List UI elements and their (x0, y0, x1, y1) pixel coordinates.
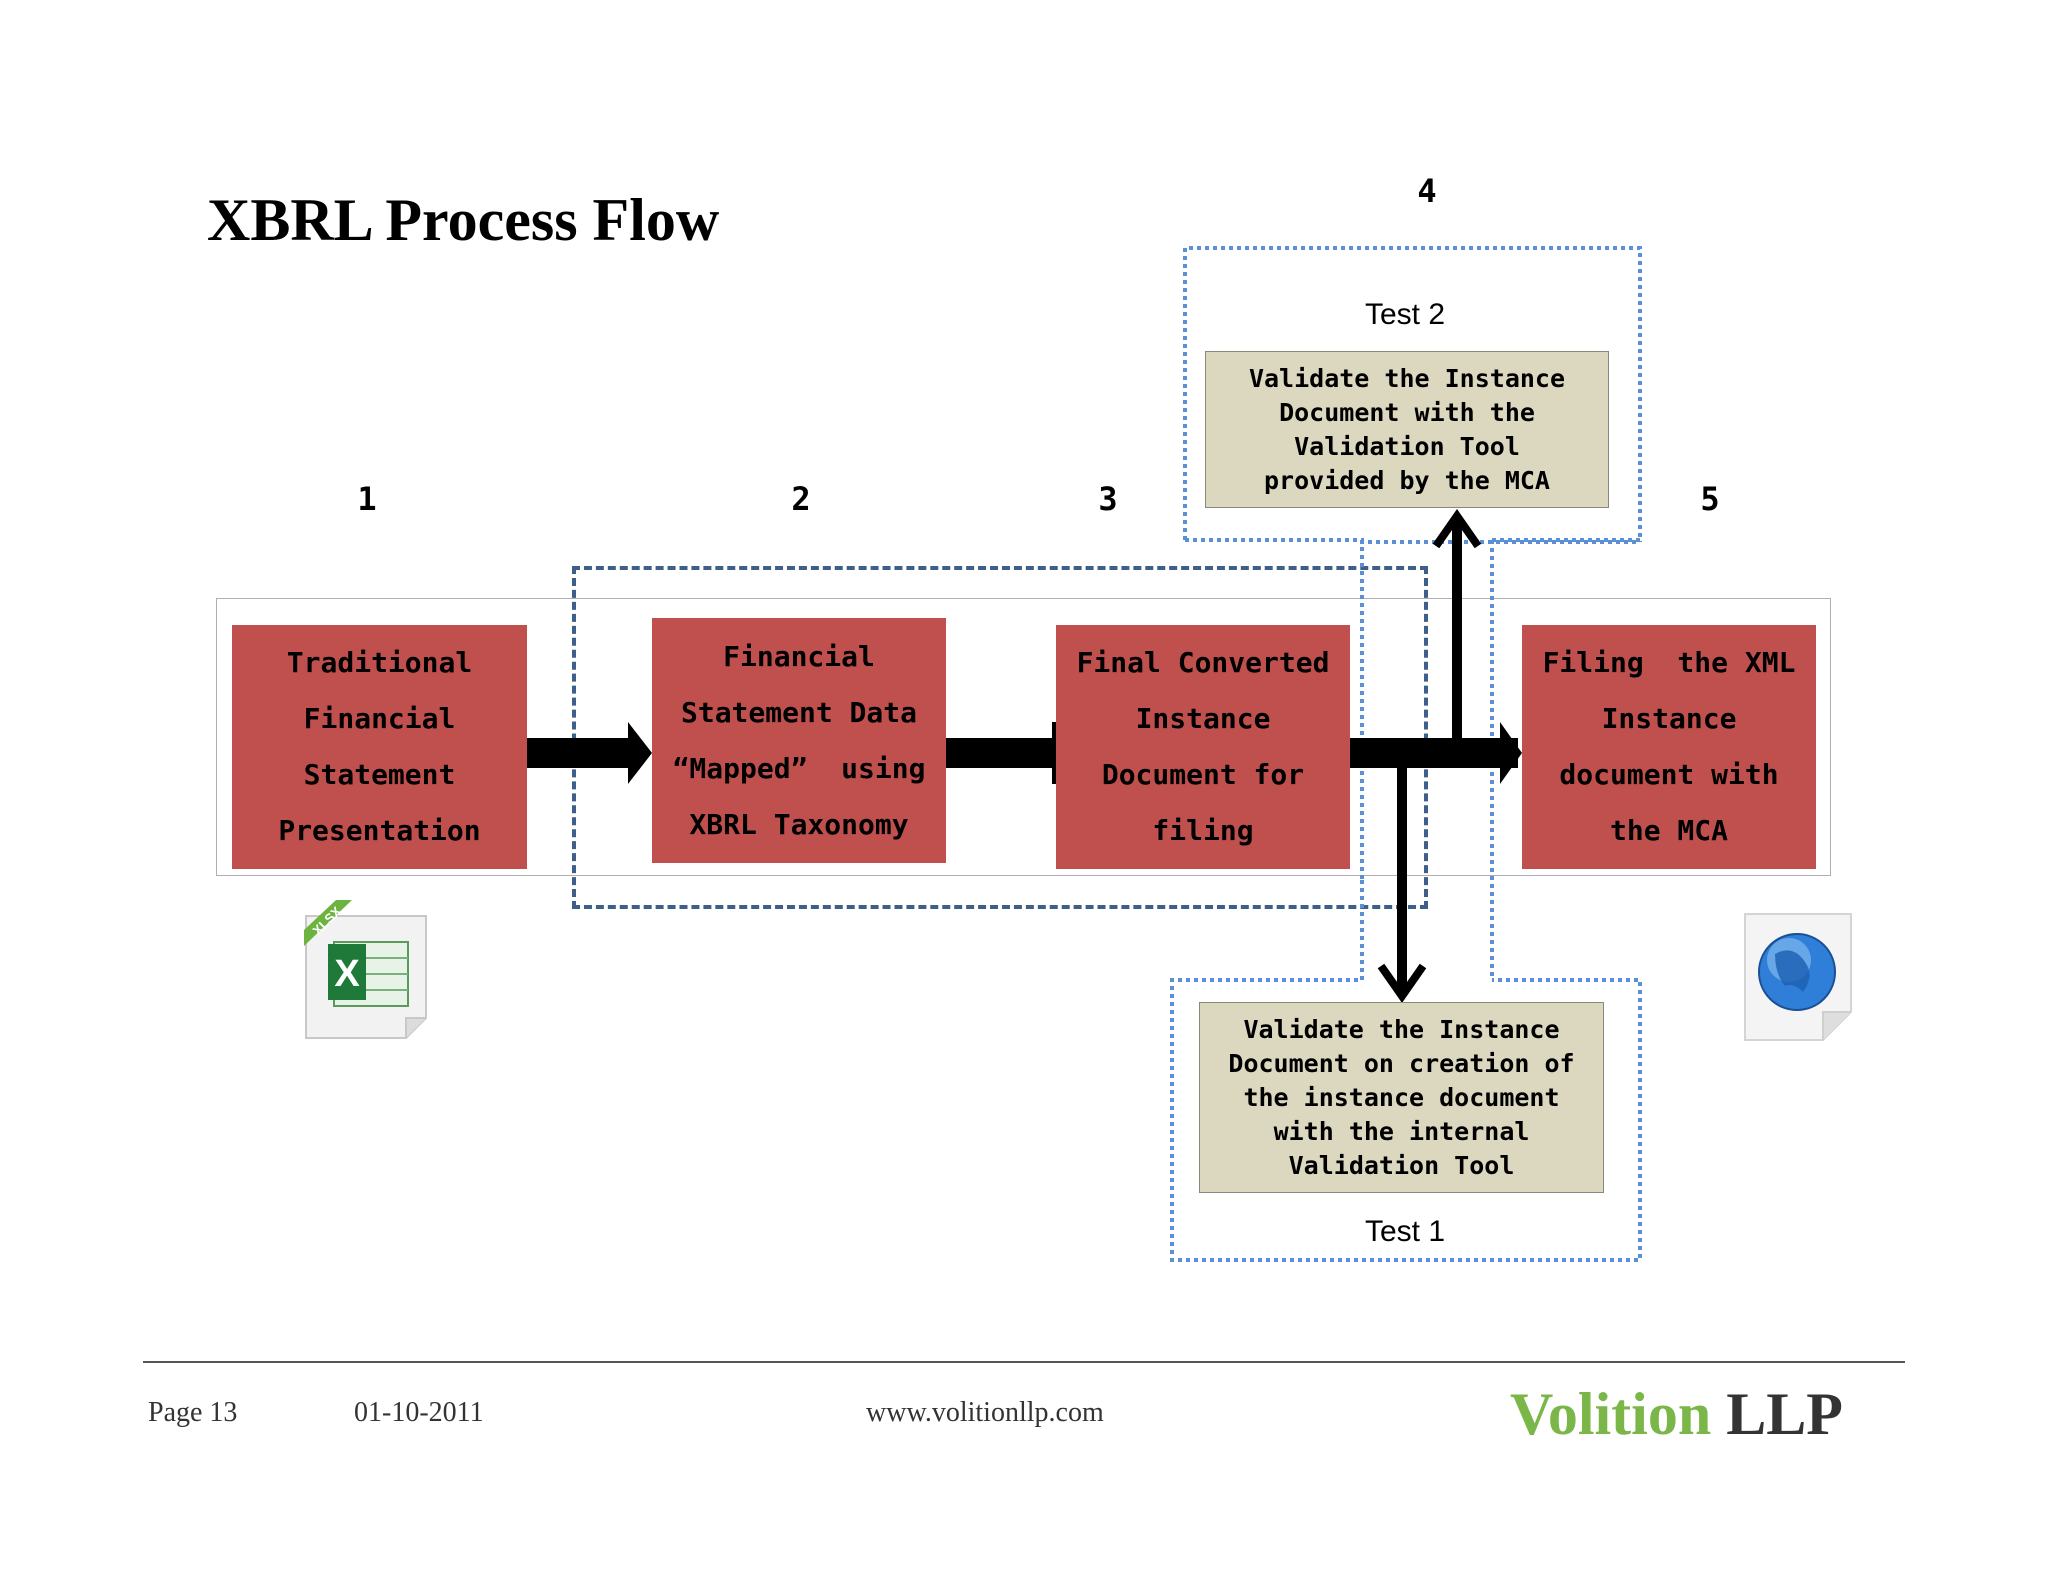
test1-line: Document on creation of (1228, 1048, 1575, 1078)
step3-line: Document for (1101, 758, 1305, 791)
step2-box: Financial Statement Data “Mapped” using … (652, 618, 946, 863)
test1-line: Validation Tool (1288, 1150, 1515, 1180)
test2-line: Validate the Instance (1248, 363, 1566, 393)
test1-dotted-frame (1170, 880, 1642, 1262)
brand-name-volition: Volition (1510, 1381, 1712, 1447)
step1-line: Traditional (286, 646, 473, 679)
arrow-up-to-test2 (1432, 509, 1482, 740)
brand-logo: Volition LLP (1510, 1380, 1843, 1449)
test2-label: Test 2 (1364, 298, 1446, 331)
test1-line: with the internal (1273, 1116, 1530, 1146)
page-title: XBRL Process Flow (207, 187, 720, 253)
test2-line: provided by the MCA (1264, 465, 1550, 495)
svg-text:X: X (334, 953, 360, 995)
step-number-3: 3 (1098, 480, 1118, 518)
arrow-down-to-test1 (1377, 768, 1427, 1003)
arrow-step1-to-step2 (527, 722, 652, 784)
test1-box: Validate the Instance Document on creati… (1199, 1002, 1604, 1193)
step5-line: Filing the XML (1542, 646, 1796, 679)
step-number-2: 2 (791, 480, 811, 518)
test2-line: Validation Tool (1294, 431, 1520, 461)
step2-line: “Mapped” using (672, 751, 926, 785)
footer-date: 01-10-2011 (354, 1397, 484, 1428)
step-number-5: 5 (1700, 480, 1720, 518)
step1-line: Presentation (278, 814, 481, 847)
step5-line: the MCA (1609, 814, 1728, 847)
step2-line: Statement Data (680, 695, 917, 729)
test1-line: Validate the Instance (1243, 1014, 1560, 1044)
step2-line: XBRL Taxonomy (689, 807, 909, 841)
footer-page-number: Page 13 (148, 1397, 238, 1428)
test2-box: Validate the Instance Document with the … (1205, 351, 1609, 508)
step1-box: Traditional Financial Statement Presenta… (232, 625, 527, 869)
mapping-group-frame (572, 566, 1428, 909)
step5-line: Instance (1601, 702, 1737, 735)
process-band (216, 598, 1831, 876)
test1-label: Test 1 (1364, 1215, 1446, 1248)
step-number-4: 4 (1417, 172, 1437, 210)
step5-box: Filing the XML Instance document with th… (1522, 625, 1816, 869)
test2-line: Document with the (1279, 397, 1535, 427)
step1-line: Statement (303, 758, 456, 791)
step1-line: Financial (303, 702, 456, 735)
step3-line: Instance (1135, 702, 1271, 735)
footer-website-link[interactable]: www.volitionllp.com (866, 1397, 1104, 1428)
step-number-1: 1 (357, 480, 377, 518)
arrow-step3-to-step5 (1350, 722, 1522, 784)
excel-xlsx-file-icon: X (304, 900, 427, 1039)
web-globe-file-icon (1744, 913, 1852, 1041)
brand-name-llp: LLP (1726, 1381, 1843, 1447)
step3-line: filing (1152, 814, 1254, 847)
test1-line: the instance document (1243, 1082, 1560, 1112)
footer-divider (143, 1361, 1905, 1363)
step3-box: Final Converted Instance Document for fi… (1056, 625, 1350, 869)
step3-line: Final Converted (1076, 646, 1330, 679)
step5-line: document with (1559, 758, 1779, 791)
step2-line: Financial (723, 639, 875, 673)
